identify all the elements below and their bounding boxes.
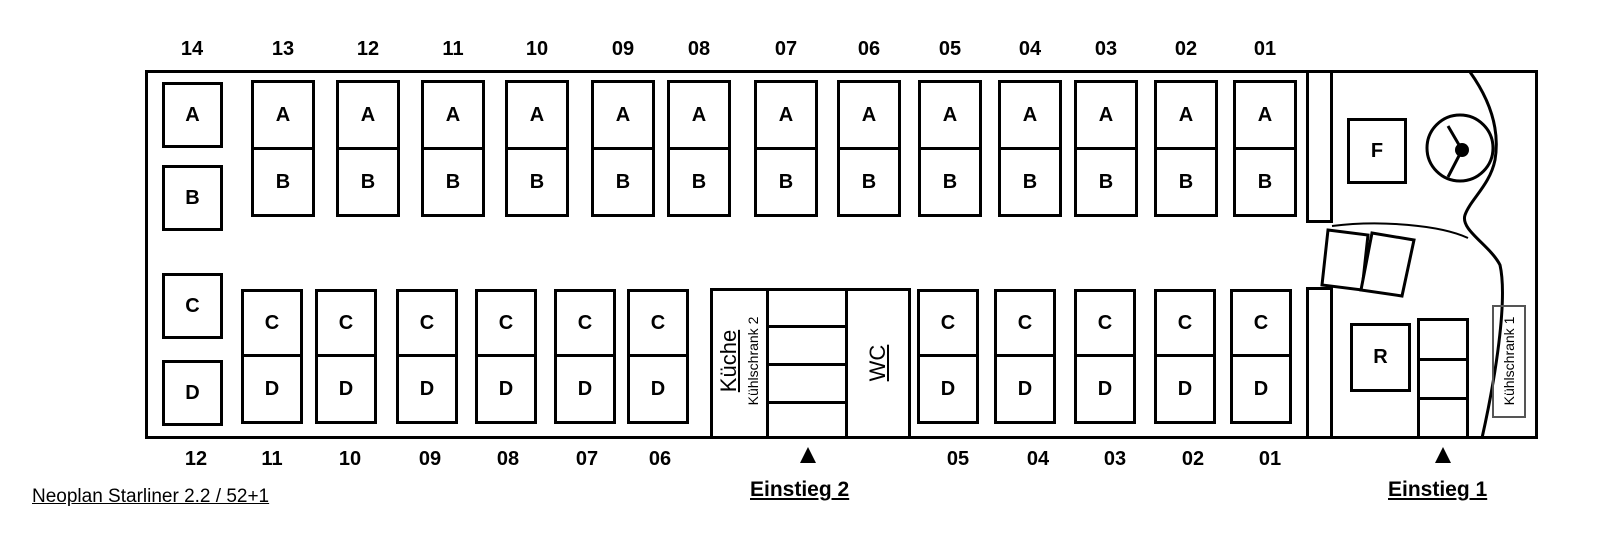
seat-C[interactable]: C — [917, 289, 979, 357]
top-row-number: 11 — [442, 38, 464, 60]
bus-model-title: Neoplan Starliner 2.2 / 52+1 — [32, 486, 270, 507]
entrance2-stairs — [766, 288, 848, 439]
seat-B[interactable]: B — [251, 147, 315, 217]
seat-C[interactable]: C — [475, 289, 537, 357]
bottom-row-number: 04 — [1026, 448, 1050, 470]
seat-A[interactable]: A — [251, 80, 315, 150]
bottom-row-number: 06 — [648, 448, 672, 470]
seat-A[interactable]: A — [336, 80, 400, 150]
seat-D[interactable]: D — [994, 354, 1056, 424]
entrance1-arrow-icon — [1435, 447, 1451, 463]
seat-D[interactable]: D — [1230, 354, 1292, 424]
seat-A[interactable]: A — [591, 80, 655, 150]
top-row-number: 12 — [356, 38, 380, 60]
bottom-row-number: 12 — [184, 448, 208, 470]
seat-A[interactable]: A — [505, 80, 569, 150]
seat-B[interactable]: B — [1233, 147, 1297, 217]
dashboard-line — [1331, 222, 1469, 239]
steering-wheel-icon — [1425, 113, 1495, 183]
top-row-number: 05 — [938, 38, 962, 60]
top-row-number: 04 — [1018, 38, 1042, 60]
seat-D[interactable]: D — [315, 354, 377, 424]
cockpit-outline — [1463, 71, 1504, 439]
guide-seat[interactable]: R — [1350, 323, 1411, 392]
seat-C[interactable]: C — [1230, 289, 1292, 357]
seat-B[interactable]: B — [1074, 147, 1138, 217]
seat-A[interactable]: A — [1074, 80, 1138, 150]
top-row-number: 01 — [1253, 38, 1277, 60]
seat-D[interactable]: D — [475, 354, 537, 424]
bottom-row-number: 08 — [496, 448, 520, 470]
seat-B[interactable]: B — [505, 147, 569, 217]
entrance1-label: Einstieg 1 — [1388, 478, 1488, 501]
seat-B[interactable]: B — [162, 165, 223, 231]
top-row-number: 07 — [774, 38, 798, 60]
kitchen: Küche Kühlschrank 2 — [710, 288, 769, 439]
driver-seat[interactable]: F — [1347, 118, 1407, 184]
seat-D[interactable]: D — [396, 354, 458, 424]
entrance2-arrow-icon — [800, 447, 816, 463]
entrance2-label: Einstieg 2 — [750, 478, 850, 501]
seat-C[interactable]: C — [162, 273, 223, 339]
bottom-row-number: 02 — [1181, 448, 1205, 470]
seat-A[interactable]: A — [837, 80, 901, 150]
seat-B[interactable]: B — [667, 147, 731, 217]
seat-B[interactable]: B — [1154, 147, 1218, 217]
front-divider-bottom — [1306, 287, 1333, 439]
seat-C[interactable]: C — [241, 289, 303, 357]
bottom-row-number: 11 — [261, 448, 283, 470]
seat-C[interactable]: C — [1074, 289, 1136, 357]
seat-A[interactable]: A — [754, 80, 818, 150]
top-row-number: 14 — [180, 38, 204, 60]
seat-D[interactable]: D — [554, 354, 616, 424]
bottom-row-number: 05 — [946, 448, 970, 470]
top-row-number: 06 — [857, 38, 881, 60]
seat-D[interactable]: D — [162, 360, 223, 426]
fridge1-label: Kühlschrank 1 — [1501, 316, 1517, 406]
bottom-row-number: 07 — [575, 448, 599, 470]
top-row-number: 08 — [687, 38, 711, 60]
seat-C[interactable]: C — [315, 289, 377, 357]
seat-D[interactable]: D — [1074, 354, 1136, 424]
seat-A[interactable]: A — [421, 80, 485, 150]
seat-B[interactable]: B — [591, 147, 655, 217]
seat-B[interactable]: B — [421, 147, 485, 217]
seat-D[interactable]: D — [241, 354, 303, 424]
entrance1-stairs — [1417, 318, 1469, 439]
seat-B[interactable]: B — [998, 147, 1062, 217]
front-divider-top — [1306, 70, 1333, 223]
top-row-number: 09 — [611, 38, 635, 60]
top-row-number: 03 — [1094, 38, 1118, 60]
seat-D[interactable]: D — [917, 354, 979, 424]
seat-D[interactable]: D — [627, 354, 689, 424]
front-seats — [1320, 228, 1416, 298]
wc: WC — [845, 288, 911, 439]
seat-C[interactable]: C — [627, 289, 689, 357]
seat-A[interactable]: A — [162, 82, 223, 148]
bottom-row-number: 01 — [1258, 448, 1282, 470]
bottom-row-number: 10 — [338, 448, 362, 470]
seat-B[interactable]: B — [918, 147, 982, 217]
top-row-number: 13 — [271, 38, 295, 60]
seat-C[interactable]: C — [1154, 289, 1216, 357]
seat-B[interactable]: B — [754, 147, 818, 217]
top-row-number: 10 — [525, 38, 549, 60]
seat-D[interactable]: D — [1154, 354, 1216, 424]
bottom-row-number: 03 — [1103, 448, 1127, 470]
seat-B[interactable]: B — [837, 147, 901, 217]
fridge1: Kühlschrank 1 — [1492, 305, 1526, 418]
seat-B[interactable]: B — [336, 147, 400, 217]
top-row-number: 02 — [1174, 38, 1198, 60]
bottom-row-number: 09 — [418, 448, 442, 470]
